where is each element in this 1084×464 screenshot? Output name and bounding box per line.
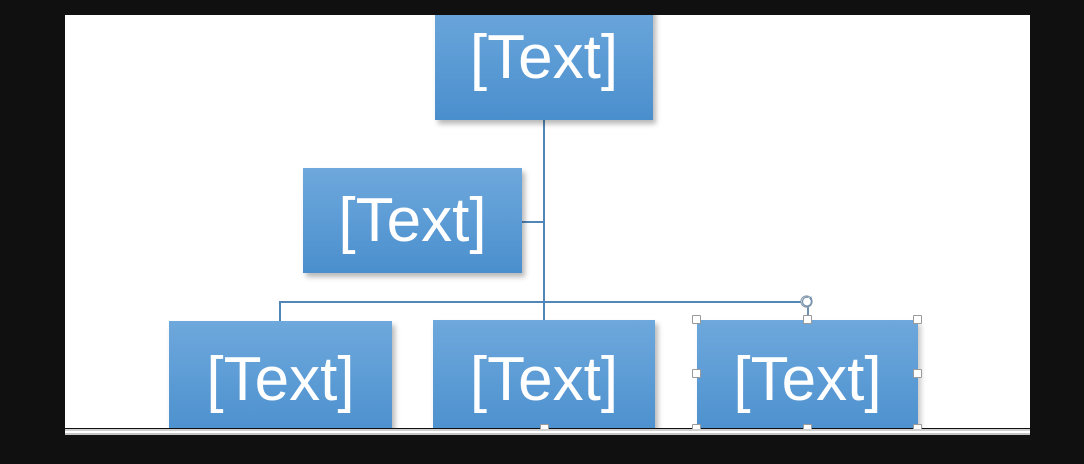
page-edge-rule-gap xyxy=(65,431,1030,433)
handle-top-left[interactable] xyxy=(692,315,701,324)
node-child-3[interactable]: [Text] xyxy=(697,320,918,428)
node-child-2-label: [Text] xyxy=(469,344,619,414)
node-child-1[interactable]: [Text] xyxy=(169,321,392,428)
rotation-stem xyxy=(807,306,809,320)
node-assistant-label: [Text] xyxy=(338,185,487,255)
handle-middle-right[interactable] xyxy=(913,369,922,378)
node-child-1-label: [Text] xyxy=(206,345,355,414)
handle-top-right[interactable] xyxy=(913,315,922,324)
node-assistant[interactable]: [Text] xyxy=(303,168,522,273)
handle-top-center[interactable] xyxy=(803,315,812,324)
handle-middle-left[interactable] xyxy=(692,369,701,378)
page-edge-rule-top xyxy=(65,429,1030,431)
connector-assistant-stub xyxy=(522,221,545,223)
page-edge-rule-bottom xyxy=(65,433,1030,435)
slide-canvas[interactable]: [Text] [Text] [Text] [Text] [Text] xyxy=(65,15,1030,428)
node-root[interactable]: [Text] xyxy=(435,15,653,120)
connector-drop-child-2 xyxy=(543,301,545,322)
connector-drop-child-1 xyxy=(279,301,281,322)
rotate-icon[interactable] xyxy=(799,294,815,310)
connector-root-trunk xyxy=(543,120,545,302)
node-child-3-label: [Text] xyxy=(733,344,882,414)
node-root-label: [Text] xyxy=(469,23,619,92)
node-child-2[interactable]: [Text] xyxy=(433,320,655,428)
